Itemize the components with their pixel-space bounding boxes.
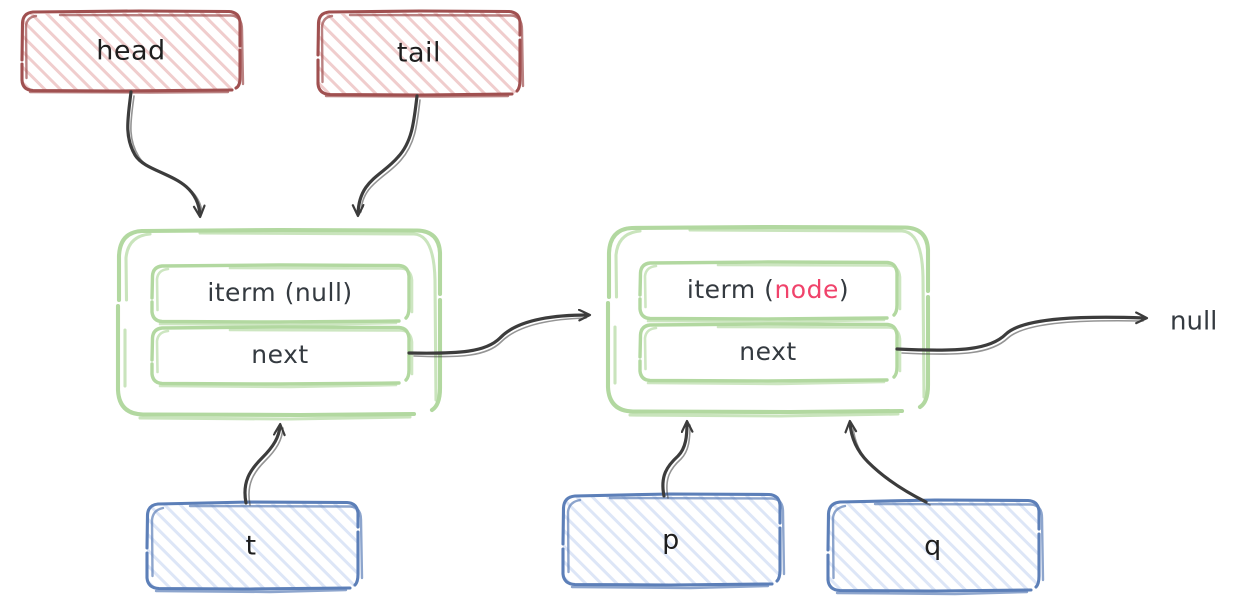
node2-item-value: node <box>774 275 838 304</box>
tail-box-outline-second <box>320 13 525 98</box>
variable-box-q[interactable]: q <box>826 498 1045 596</box>
tail-label: tail <box>397 38 441 69</box>
node1-outline <box>115 227 443 418</box>
arrow-t-to-node1 <box>243 426 283 506</box>
node1-item-outline-second <box>155 266 414 327</box>
tail-box-fill <box>318 12 520 94</box>
node2-item-fill <box>640 262 897 318</box>
head-label: head <box>96 36 165 67</box>
node2-outline-second <box>613 228 926 418</box>
node2-next-field[interactable]: next <box>638 322 902 386</box>
null-terminator-label: null <box>1170 307 1217 337</box>
node1-outline-second <box>123 231 438 421</box>
q-label: q <box>924 531 942 562</box>
node1-item-field[interactable]: iterm (null) <box>150 263 414 327</box>
node2-next-outline-second <box>643 325 902 386</box>
node2-next-label: next <box>739 337 796 366</box>
variable-box-p[interactable]: p <box>561 492 786 590</box>
p-box-outline-second <box>566 496 786 590</box>
node1-next-label: next <box>251 340 308 369</box>
p-box-outline <box>561 492 782 587</box>
node2-item-field[interactable]: iterm (node) <box>638 260 902 324</box>
t-label: t <box>245 531 256 562</box>
variable-box-t[interactable]: t <box>145 500 364 594</box>
node-box-node1[interactable]: iterm (null) next <box>115 227 443 421</box>
node1-next-fill <box>152 327 409 383</box>
arrow-tail-to-node1 <box>358 94 421 214</box>
q-box-outline-second <box>831 502 1045 596</box>
q-box-outline <box>826 498 1041 593</box>
p-label: p <box>662 525 680 556</box>
t-box-fill <box>147 503 358 588</box>
arrow-node2-next-to-null: null <box>895 307 1217 355</box>
node-box-node2[interactable]: iterm (node) next <box>605 224 931 418</box>
arrow-head-to-node1 <box>126 90 202 215</box>
pointer-box-tail[interactable]: tail <box>316 9 525 98</box>
node1-next-outline-second <box>155 328 414 389</box>
t-box-outline <box>145 500 360 591</box>
node2-item-label: iterm (node) <box>687 275 849 304</box>
node2-next-fill <box>640 324 897 380</box>
tail-box-outline <box>316 9 522 97</box>
arrow-p-to-node2 <box>661 423 690 499</box>
node2-outline <box>605 224 931 415</box>
t-box-outline-second <box>150 504 364 594</box>
arrow-q-to-node2 <box>850 423 931 506</box>
pointer-box-head[interactable]: head <box>20 9 245 94</box>
head-box-outline-second <box>24 13 245 94</box>
head-box-outline <box>20 9 242 93</box>
node1-next-outline <box>150 325 411 386</box>
node1-item-label: iterm (null) <box>207 278 352 307</box>
q-box-fill <box>828 501 1039 590</box>
head-box-fill <box>22 12 240 90</box>
node1-item-fill <box>152 265 409 321</box>
node2-item-outline <box>638 260 899 321</box>
node2-item-prefix: iterm ( <box>687 275 775 304</box>
node2-item-suffix: ) <box>839 275 849 304</box>
arrow-node1-next-to-node2 <box>407 315 588 358</box>
node2-item-outline-second <box>643 263 902 324</box>
node2-next-outline <box>638 322 899 383</box>
node1-item-outline <box>150 263 411 324</box>
p-box-fill <box>563 495 780 584</box>
node1-next-field[interactable]: next <box>150 325 414 389</box>
